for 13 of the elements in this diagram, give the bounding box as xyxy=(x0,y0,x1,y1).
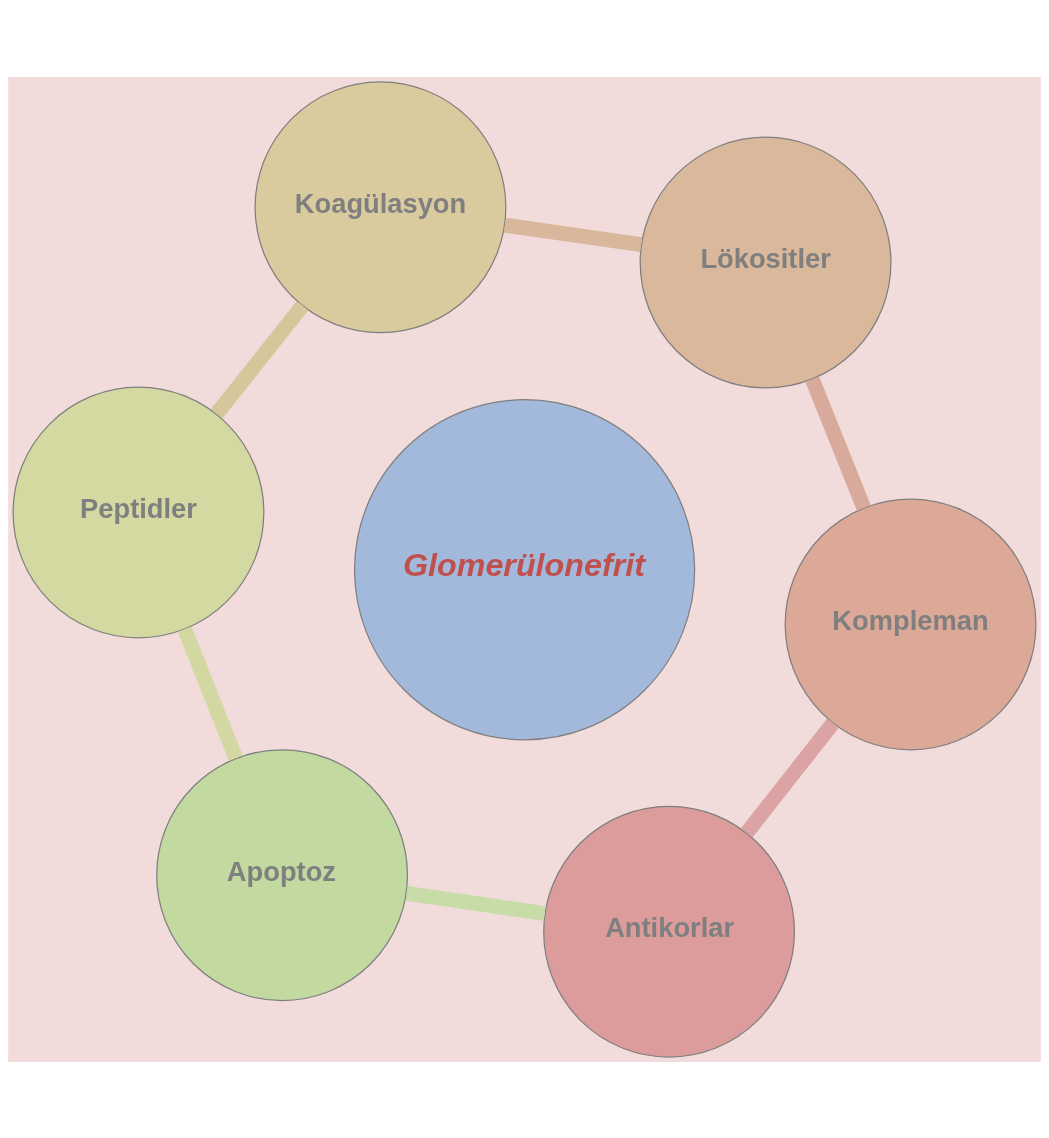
connector xyxy=(210,300,309,419)
node-circle: Peptidler xyxy=(12,386,265,638)
node-circle: Kompleman xyxy=(784,497,1037,750)
node-circle: Antikorlar xyxy=(543,805,796,1058)
node-circle: Glomerülonefrit xyxy=(353,398,696,740)
connector xyxy=(503,217,643,252)
connector xyxy=(740,718,839,837)
connector xyxy=(805,375,871,511)
node-circle: Koagülasyon xyxy=(254,80,507,333)
node-circle: Lökositler xyxy=(639,136,892,389)
connector xyxy=(177,625,243,761)
connector xyxy=(405,885,546,921)
node-circle: Apoptoz xyxy=(156,748,409,1001)
